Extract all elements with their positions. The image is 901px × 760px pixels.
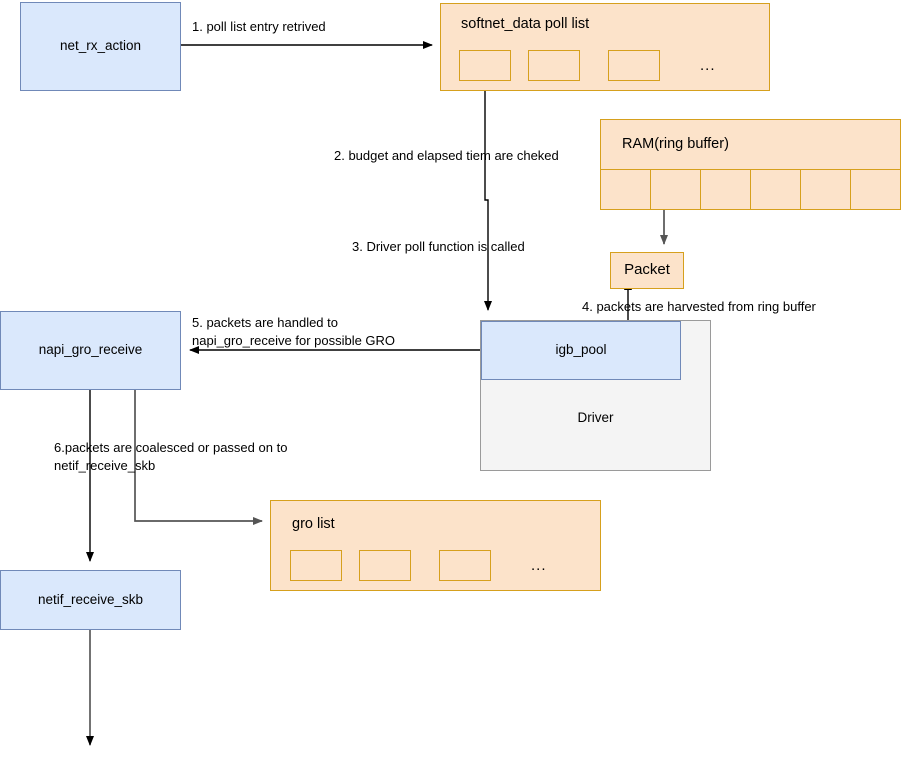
poll-list-node[interactable]	[608, 50, 660, 81]
node-igb-pool[interactable]: igb_pool	[481, 321, 681, 380]
poll-list-node[interactable]	[528, 50, 580, 81]
edge-label-step-1: 1. poll list entry retrived	[192, 19, 326, 34]
node-driver-label: Driver	[577, 410, 614, 425]
ram-cell[interactable]	[750, 169, 801, 210]
edge-label-step-6-line1: 6.packets are coalesced or passed on to	[54, 440, 288, 455]
ram-cell[interactable]	[800, 169, 851, 210]
edge-3-poll-list-to-igb-pool	[484, 89, 492, 311]
poll-list-ellipsis: ...	[700, 57, 716, 74]
gro-list-node[interactable]	[439, 550, 491, 581]
node-netif-receive-skb[interactable]: netif_receive_skb	[0, 570, 181, 630]
softnet-data-poll-list-title: softnet_data poll list	[461, 16, 590, 32]
node-packet[interactable]: Packet	[610, 252, 684, 289]
node-napi-gro-receive-label: napi_gro_receive	[38, 342, 143, 358]
edge-label-step-2: 2. budget and elapsed tiem are cheked	[334, 148, 559, 163]
ram-cell[interactable]	[650, 169, 701, 210]
poll-list-node[interactable]	[459, 50, 511, 81]
node-packet-label: Packet	[624, 261, 670, 279]
edge-label-step-3: 3. Driver poll function is called	[352, 239, 525, 254]
edge-label-step-5-line2: napi_gro_receive for possible GRO	[192, 333, 396, 348]
edge-label-step-4: 4. packets are harvested from ring buffe…	[582, 299, 816, 314]
node-napi-gro-receive[interactable]: napi_gro_receive	[0, 311, 181, 390]
ram-cell[interactable]	[850, 169, 901, 210]
gro-list-node[interactable]	[359, 550, 411, 581]
node-netif-receive-skb-label: netif_receive_skb	[37, 591, 144, 607]
gro-list-title: gro list	[292, 516, 335, 532]
gro-list-ellipsis: ...	[531, 557, 547, 574]
edge-label-step-5-line1: 5. packets are handled to	[192, 315, 338, 330]
edge-label-step-6-line2: netif_receive_skb	[54, 458, 156, 473]
node-net-rx-action-label: net_rx_action	[59, 38, 142, 54]
ram-cell[interactable]	[700, 169, 751, 210]
ram-cell[interactable]	[600, 169, 651, 210]
ram-ring-buffer-title: RAM(ring buffer)	[622, 136, 729, 152]
node-net-rx-action[interactable]: net_rx_action	[20, 2, 181, 91]
gro-list-node[interactable]	[290, 550, 342, 581]
node-igb-pool-label: igb_pool	[555, 342, 607, 358]
